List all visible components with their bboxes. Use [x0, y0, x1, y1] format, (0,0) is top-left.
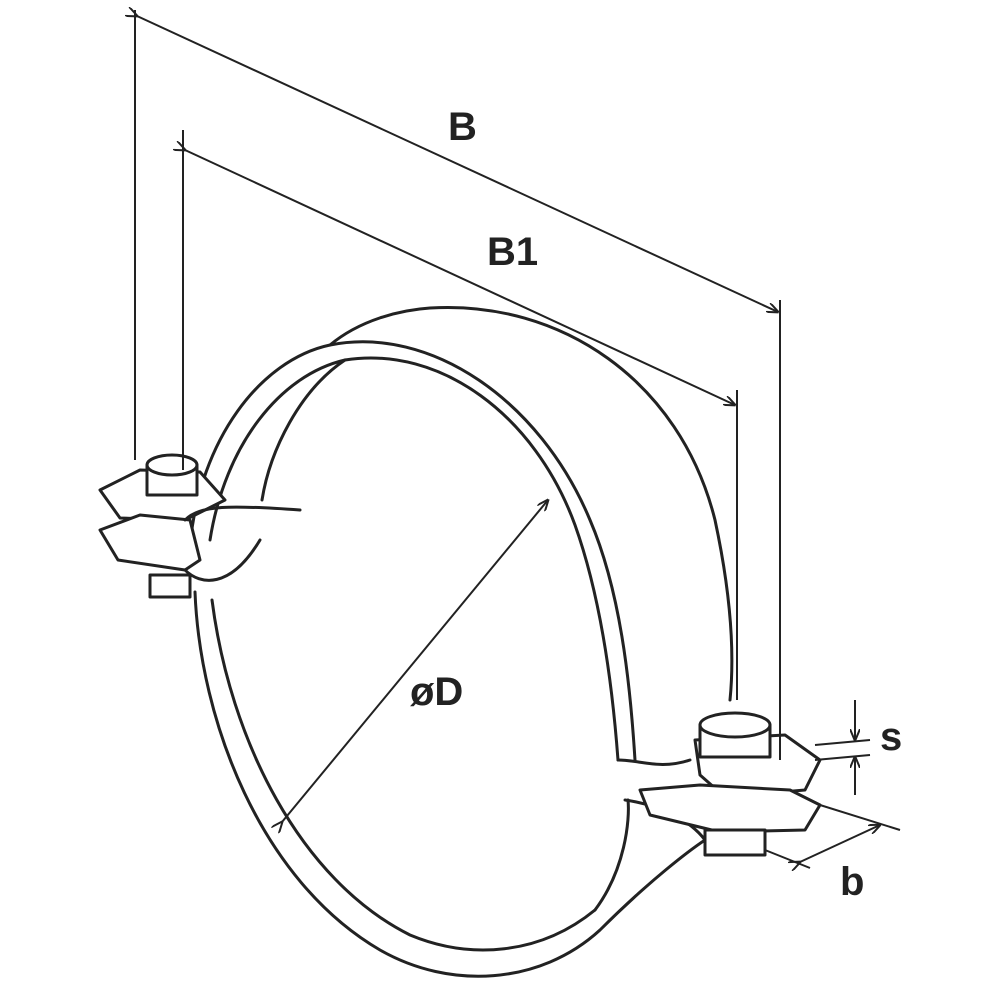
left-bracket [98, 453, 302, 599]
dimension-b1 [183, 130, 737, 700]
label-b1: B1 [487, 230, 538, 274]
dimension-b-width [764, 804, 901, 868]
label-band-width: b [840, 860, 864, 904]
left-nut [148, 573, 192, 599]
label-s: s [880, 715, 902, 759]
label-diameter: øD [410, 670, 463, 714]
dimension-s [814, 700, 871, 795]
band-front [188, 340, 707, 978]
label-b: B [448, 105, 477, 149]
dimension-diameter [282, 500, 548, 822]
right-nut [703, 828, 767, 857]
right-bracket [616, 711, 822, 857]
